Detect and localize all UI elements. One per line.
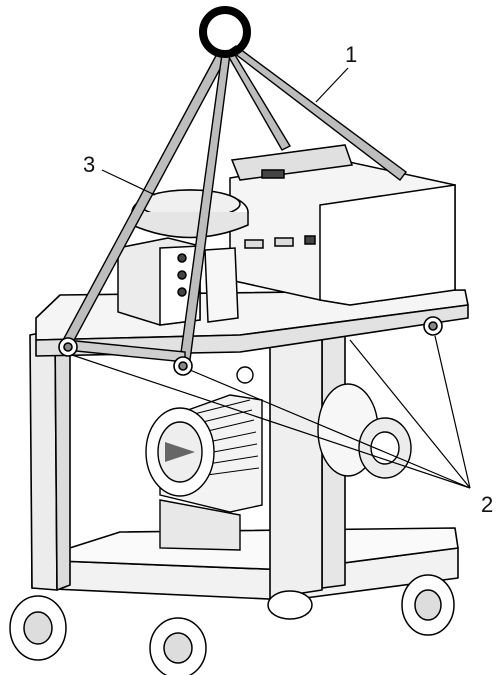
callout-3: 3 [83, 152, 95, 177]
round-pump-disk [131, 189, 249, 239]
wheel-rear-center [267, 590, 313, 620]
wheel-front-center [149, 617, 207, 675]
lifting-ring [199, 6, 251, 58]
callout-2: 2 [481, 492, 493, 517]
pump-motor [145, 366, 412, 551]
top-electronics-box [229, 144, 456, 306]
controller-box [117, 237, 239, 326]
callout-1: 1 [345, 42, 357, 67]
lifting-eyes [58, 316, 443, 376]
wheel-rear-right [401, 574, 455, 636]
caster-wheels [9, 574, 455, 675]
wheel-front-left [9, 595, 67, 661]
leader-lines [71, 67, 471, 489]
